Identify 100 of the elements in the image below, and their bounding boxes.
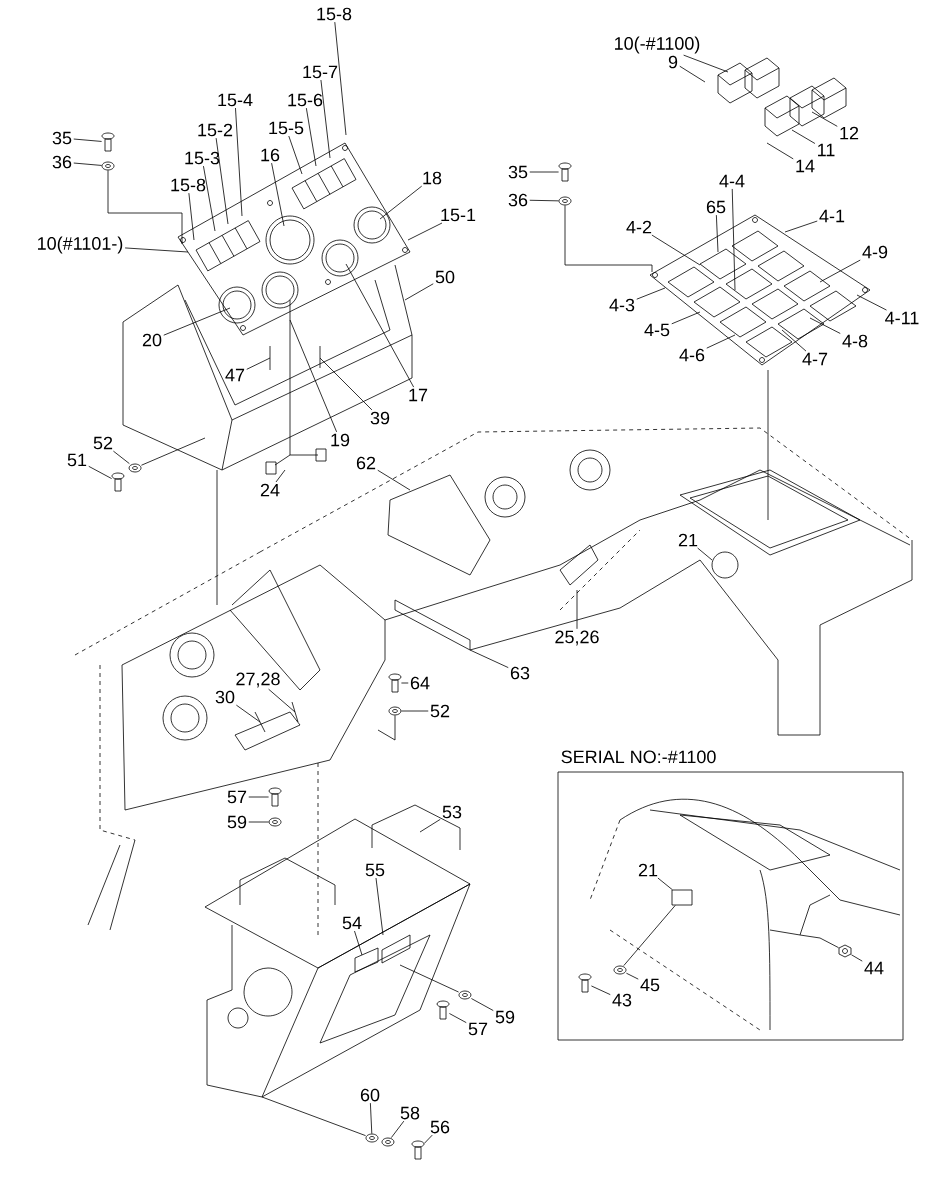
leader-line (354, 930, 363, 956)
leader-line (248, 821, 269, 823)
leader-line (679, 65, 706, 83)
leader-line (819, 259, 861, 283)
callout-number: 53 (442, 805, 462, 819)
leader-line (424, 1134, 433, 1144)
leader-line (401, 710, 429, 712)
screw-icon (101, 132, 115, 152)
callout-number: 4-9 (862, 245, 888, 259)
leader-line (851, 954, 863, 962)
leader-line (370, 1102, 373, 1134)
assembly-line (216, 469, 218, 606)
callout-number: 59 (495, 1010, 515, 1024)
leader-line (320, 79, 331, 159)
leader-line (784, 220, 818, 233)
callout-number: 51 (67, 453, 87, 467)
leader-line (319, 357, 373, 411)
callout-number: 15-8 (171, 178, 206, 192)
callout-number: 57 (227, 790, 247, 804)
washer-icon (613, 965, 627, 975)
callout-number: 4-4 (719, 174, 745, 188)
leader-line (706, 334, 736, 349)
callout-number: 4-3 (609, 298, 635, 312)
callout-number: 57 (468, 1022, 488, 1036)
screw-icon (411, 1140, 425, 1160)
leader-line (856, 294, 887, 311)
assembly-line (377, 715, 396, 741)
callout-number: 45 (640, 978, 660, 992)
leader-line (124, 247, 189, 253)
callout-number: 15-5 (269, 121, 304, 135)
leader-line (235, 704, 261, 723)
callout-number: 4-11 (885, 311, 919, 325)
callout-number: 11 (818, 143, 835, 157)
callout-number: 4-6 (679, 348, 705, 362)
callout-number: 19 (331, 433, 350, 447)
leader-line (591, 985, 611, 995)
assembly-line (317, 762, 319, 936)
callout-number: 21 (638, 863, 658, 877)
leader-line (657, 877, 673, 890)
leader-line (379, 185, 423, 220)
leader-line (671, 311, 701, 325)
leader-line (809, 317, 841, 334)
screw-icon (558, 162, 572, 182)
assembly-line (141, 437, 206, 466)
leader-line (215, 137, 229, 225)
screw-icon (436, 1000, 450, 1020)
callout-number: 58 (400, 1106, 420, 1120)
leader-line (651, 234, 701, 266)
callout-number: 15-4 (218, 93, 253, 107)
leader-line (529, 199, 559, 202)
leader-line (471, 998, 494, 1011)
assembly-line (107, 170, 183, 245)
leader-line (203, 165, 216, 232)
leader-line (449, 1013, 467, 1024)
callout-number: 4-7 (802, 352, 828, 366)
leader-line (407, 222, 443, 241)
callout-number: 9 (668, 55, 678, 69)
callout-number: 36 (52, 155, 72, 169)
callout-number: 14 (796, 159, 815, 173)
leader-line (163, 307, 231, 336)
callout-number: 15-8 (317, 7, 352, 21)
callout-number: 4-1 (819, 209, 845, 223)
screw-icon (578, 973, 592, 993)
leader-line (235, 107, 243, 217)
leader-line (636, 287, 666, 300)
assembly-line (623, 905, 676, 966)
assembly-line (261, 1096, 366, 1137)
callout-number: 10(#1101-) (38, 236, 123, 254)
nut-icon (838, 944, 852, 958)
callout-number: 15-7 (303, 65, 338, 79)
callout-number: 16 (261, 148, 280, 162)
leader-line (469, 649, 509, 668)
leader-line (715, 214, 719, 253)
leader-line (271, 162, 285, 227)
callout-number: 62 (356, 456, 376, 470)
callout-number: 4-8 (842, 334, 868, 348)
leader-line (377, 469, 411, 491)
leader-line (305, 107, 317, 167)
callout-number: 18 (423, 171, 442, 185)
leader-line (419, 818, 441, 833)
screw-icon (268, 787, 282, 807)
screw-icon (111, 472, 125, 492)
leader-line (73, 162, 102, 166)
washer-icon (268, 817, 282, 827)
callout-number: 59 (227, 815, 247, 829)
callout-number: 35 (52, 131, 72, 145)
callout-number: 15-1 (441, 208, 476, 222)
washer-icon (365, 1133, 379, 1143)
callout-number: 4-5 (644, 323, 670, 337)
leader-line (88, 465, 112, 479)
callout-number: 65 (706, 200, 726, 214)
callout-number: 15-3 (185, 151, 220, 165)
leader-line (275, 469, 286, 483)
node-label: SERIAL NO:-#1100 (561, 750, 716, 764)
assembly-line (799, 934, 839, 949)
leader-line (345, 263, 415, 388)
console-side-drawing (74, 551, 386, 931)
washer-icon (558, 196, 572, 206)
callout-number: 44 (864, 961, 884, 975)
callout-number: 4-2 (626, 220, 652, 234)
